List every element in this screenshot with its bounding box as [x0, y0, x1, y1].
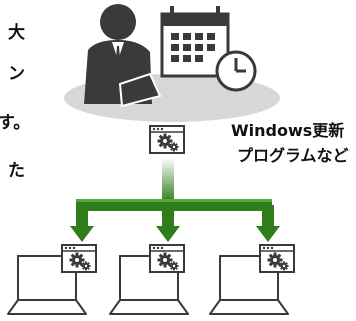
settings-window-icon [149, 125, 185, 154]
settings-window-icon [259, 244, 295, 273]
text-fragment-4: た [8, 161, 25, 181]
text-fragment-3: す。 [0, 113, 31, 133]
update-label-line2: プログラムなど [237, 146, 349, 165]
update-label-line1: Windows更新 [231, 121, 345, 140]
calendar-clock-icon [160, 6, 257, 92]
person-with-laptop-icon [84, 4, 162, 108]
distribution-arrows [70, 158, 280, 242]
settings-window-icon [61, 244, 97, 273]
text-fragment-1: 大 [8, 23, 25, 43]
text-fragment-2: ン [8, 64, 25, 84]
settings-window-icon [149, 244, 185, 273]
